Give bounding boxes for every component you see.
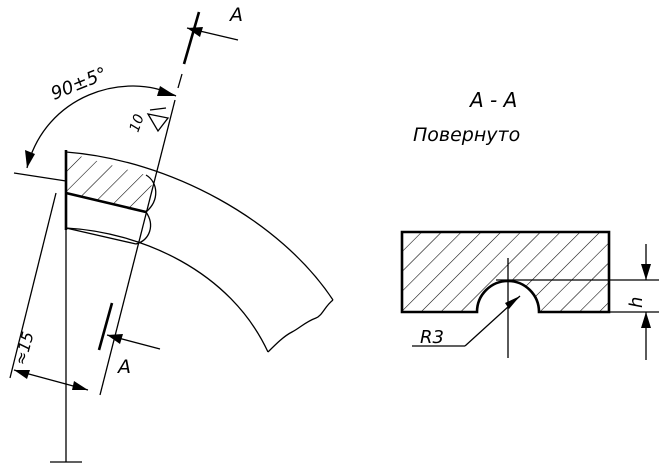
section-outline [400,230,611,314]
distance-dimension [9,192,89,463]
depth-marker [146,107,170,133]
groove-section [65,152,157,245]
section-view: A - A Повернуто R3 h [400,88,659,360]
section-arrow-top [186,27,239,41]
section-letter-bottom: A [116,356,131,378]
curved-part-view: A A 90±5° [9,4,334,463]
section-letter-top: A [228,4,243,26]
height-label: h [626,297,647,308]
distance-label: ≈15 [11,330,38,368]
broken-end [267,299,334,353]
angle-label: 90±5° [48,63,110,104]
radius-leader [412,295,521,347]
depth-label: 10 [127,112,148,134]
radius-label: R3 [420,327,444,348]
section-arrow-bottom [106,334,161,350]
outer-arc [65,151,334,301]
cutting-plane-line [97,11,201,396]
section-title: A - A [468,88,517,112]
inner-arc [65,227,269,353]
angle-dimension [13,85,177,182]
height-dimension [609,244,659,360]
section-hatch [402,232,609,312]
rotated-note: Повернуто [413,124,520,146]
